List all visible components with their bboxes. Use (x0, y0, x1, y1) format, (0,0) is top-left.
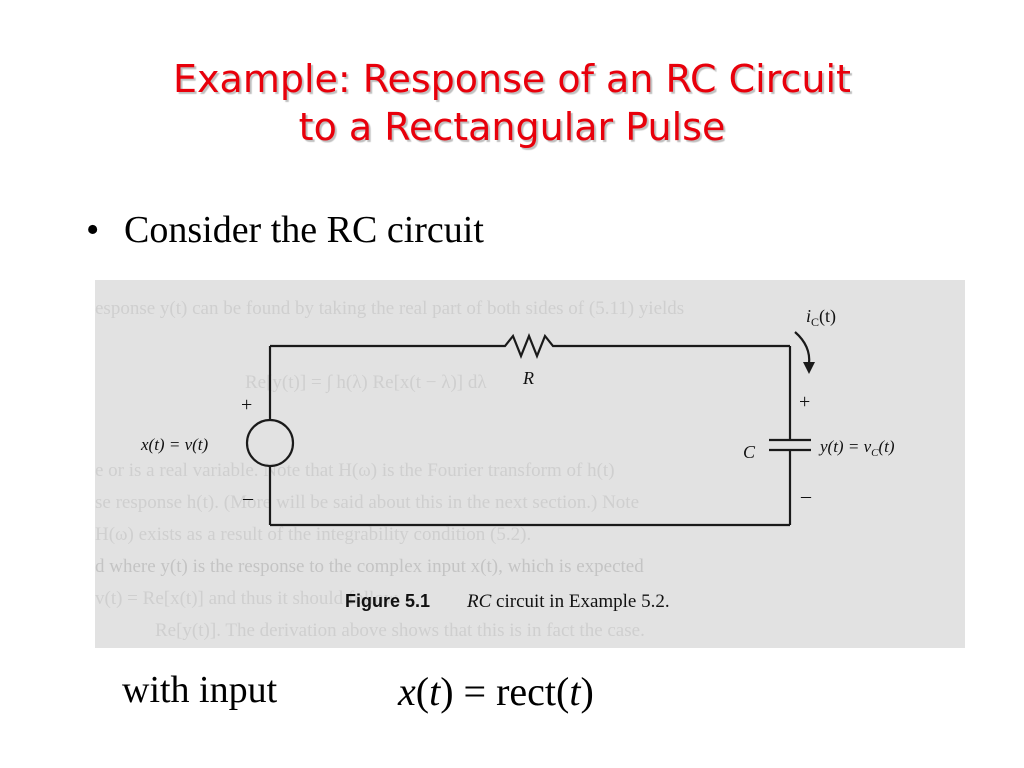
ghost-text-line: Re[y(t)] = ∫ h(λ) Re[x(t − λ)] dλ (245, 372, 487, 393)
circuit-figure: esponse y(t) can be found by taking the … (95, 280, 965, 648)
current-arrow-head (803, 362, 815, 374)
current-label-sub: C (811, 315, 819, 329)
figure-caption: RC circuit in Example 5.2. (466, 591, 670, 612)
title-line-1: Example: Response of an RC Circuit (173, 57, 851, 101)
output-label-sub: C (871, 447, 879, 459)
formula-t2: t (569, 669, 581, 714)
figure-caption-text: circuit in Example 5.2. (491, 591, 669, 612)
with-input-label: with input (122, 669, 278, 711)
source-plus-sign: + (241, 394, 252, 416)
ghost-text-line: v(t) = Re[x(t)] and thus it should follo… (95, 588, 398, 609)
output-label: y(t) = vC(t) (818, 437, 895, 459)
resistor-label: R (522, 368, 534, 388)
current-label: iC(t) (806, 306, 836, 329)
bullet-item: • Consider the RC circuit (86, 208, 484, 252)
output-plus-sign: + (799, 391, 810, 413)
resistor-wire (270, 333, 790, 359)
input-label: x(t) = v(t) (140, 435, 208, 454)
input-formula: x(t) = rect(t) (398, 668, 594, 715)
ghost-text-line: e or is a real variable. Note that H(ω) … (95, 460, 615, 481)
current-arrow-curve (794, 331, 811, 365)
ghost-text-line: Re[y(t)]. The derivation above shows tha… (155, 620, 645, 641)
formula-x: x (398, 669, 416, 714)
ghost-text-line: esponse y(t) can be found by taking the … (95, 298, 685, 319)
current-label-arg: (t) (819, 306, 836, 327)
circuit-diagram: R C iC(t) + – + – x(t) = v(t) y(t) = vC(… (140, 306, 895, 612)
formula-t1: t (429, 669, 441, 714)
bullet-text: Consider the RC circuit (124, 209, 484, 251)
source-minus-sign: – (242, 487, 254, 509)
formula-close-paren: ) (580, 669, 594, 714)
output-label-arg: (t) (878, 437, 894, 456)
output-label-main: y(t) = v (818, 437, 872, 456)
capacitor-label: C (743, 442, 756, 462)
current-label-i: i (806, 306, 811, 326)
ghost-text-line: d where y(t) is the response to the comp… (95, 556, 644, 577)
figure-caption-label: Figure 5.1 (345, 591, 430, 611)
formula-mid: ) = rect( (440, 669, 570, 714)
bullet-point: • (86, 209, 100, 251)
output-minus-sign: – (800, 485, 812, 507)
formula-open-paren: ( (415, 669, 430, 714)
ghost-text-line: H(ω) exists as a result of the integrabi… (95, 524, 532, 545)
title-line-2: to a Rectangular Pulse (298, 105, 726, 149)
voltage-source (245, 418, 295, 468)
ghost-text-line: se response h(t). (More will be said abo… (95, 492, 640, 513)
slide-title: Example: Response of an RC Circuit to a … (0, 55, 1024, 151)
figure-caption-rc: RC (466, 591, 492, 612)
